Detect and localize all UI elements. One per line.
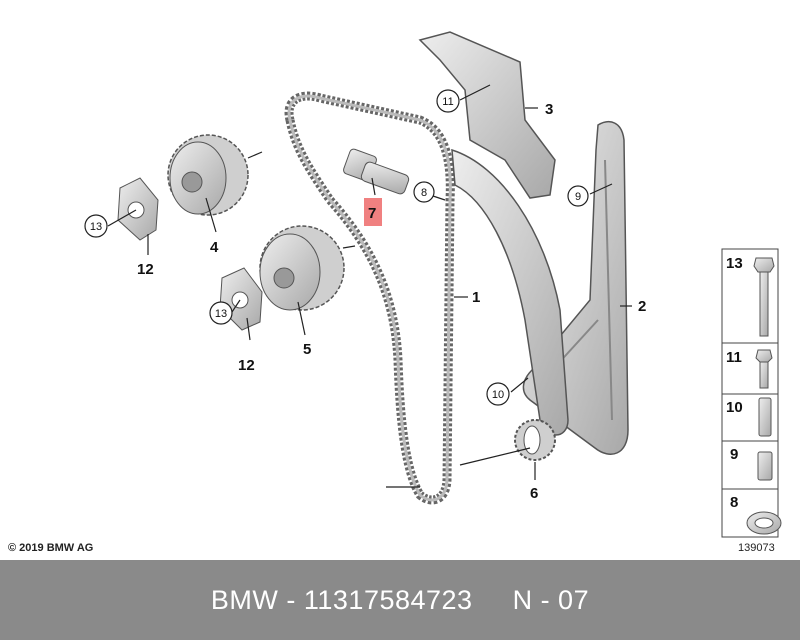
label-part-3: 3: [545, 101, 553, 118]
sprocket-6: [514, 419, 556, 461]
camshaft-adjuster-4: [167, 134, 249, 216]
leader-lines: [107, 84, 632, 488]
copyright-text: © 2019 BMW AG: [8, 542, 94, 554]
bolt-11-icon: [755, 349, 773, 389]
bolt-13-icon: [753, 257, 775, 337]
chain-tensioner: [343, 148, 410, 195]
legend-8: 8: [730, 494, 738, 511]
label-part-12-lower: 12: [238, 357, 255, 374]
label-part-5: 5: [303, 341, 311, 358]
legend-13: 13: [726, 255, 743, 272]
sleeve-9-icon: [757, 451, 773, 481]
callout-10: 10: [486, 382, 510, 406]
svg-text:13: 13: [90, 221, 102, 233]
washer-12-upper: [117, 177, 159, 241]
svg-text:10: 10: [492, 389, 504, 401]
footer-part-number: BMW - 11317584723 N - 07: [210, 585, 590, 615]
callout-9: 9: [567, 185, 589, 207]
footer-bar: BMW - 11317584723 N - 07: [0, 560, 800, 640]
callout-13-lower: 13: [209, 301, 233, 325]
svg-text:11: 11: [442, 96, 453, 108]
legend-11: 11: [726, 349, 742, 366]
guide-rail: [418, 31, 556, 199]
callout-13-upper: 13: [84, 214, 108, 238]
label-part-6: 6: [530, 485, 538, 502]
highlight-part-7: [364, 198, 382, 226]
pin-10-icon: [758, 397, 772, 437]
legend-10: 10: [726, 399, 743, 416]
label-part-7: 7: [368, 205, 376, 222]
seal-ring-8-icon: [746, 511, 782, 535]
label-part-2: 2: [638, 298, 646, 315]
slide-rail: [451, 148, 569, 436]
camshaft-adjuster-5: [259, 225, 345, 311]
svg-text:9: 9: [575, 191, 581, 203]
callout-8: 8: [413, 181, 435, 203]
parts-legend: 13 11 10 9 8: [721, 248, 782, 538]
label-part-12-upper: 12: [137, 261, 154, 278]
svg-text:13: 13: [215, 308, 227, 320]
callout-11: 11: [436, 89, 460, 113]
svg-text:8: 8: [421, 187, 427, 199]
image-number: 139073: [738, 542, 775, 554]
label-part-1: 1: [472, 289, 480, 306]
label-part-4: 4: [210, 239, 219, 256]
legend-9: 9: [730, 446, 738, 463]
parts-diagram: 1 2 3 4 5 6 7 8 9 10 11 13 13 12 12 13: [84, 31, 782, 538]
